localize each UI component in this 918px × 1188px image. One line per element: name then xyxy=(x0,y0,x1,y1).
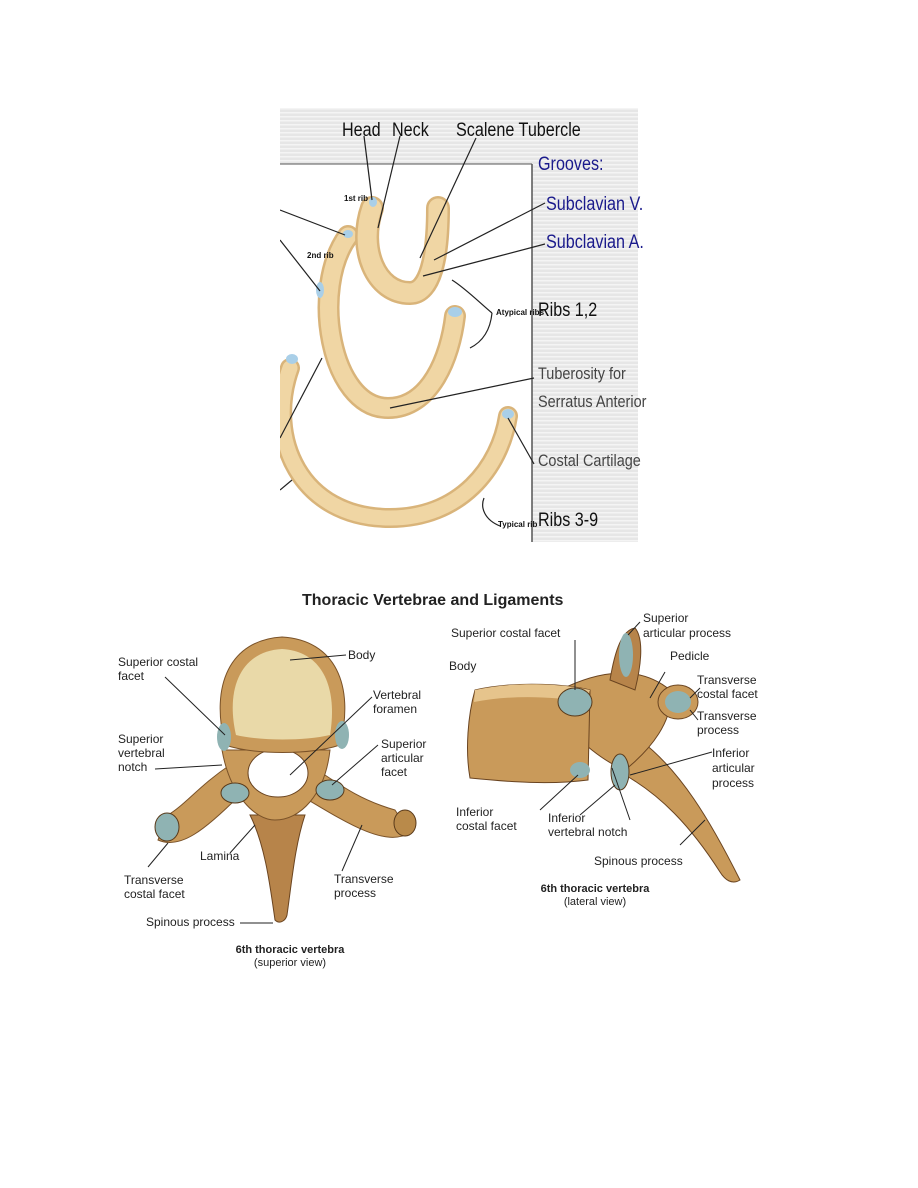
lat-label-inferior-articular-process-1: Inferior xyxy=(712,746,750,760)
lat-caption: 6th thoracic vertebra (lateral view) xyxy=(520,883,670,908)
label-ribs-1-2: Ribs 1,2 xyxy=(538,300,598,321)
lat-label-superior-articular-process-2: articular process xyxy=(643,626,732,640)
label-neck: Neck xyxy=(392,120,429,141)
vertebral-foramen xyxy=(247,748,309,798)
lat-caption-view: (lateral view) xyxy=(563,895,627,908)
lat-label-inferior-vertebral-notch-1: Inferior xyxy=(548,811,586,825)
lat-label-inferior-articular-process-3: process xyxy=(712,776,755,790)
vertebra-lateral-figure xyxy=(440,610,760,910)
label-tuberosity-line2: Serratus Anterior xyxy=(538,392,647,411)
lat-label-transverse-costal-facet-2: costal facet xyxy=(697,687,758,701)
typical-rib-cartilage xyxy=(502,409,514,419)
sup-label-superior-costal-facet-2: facet xyxy=(118,669,145,683)
vertebra-superior-figure xyxy=(110,615,430,985)
lat-caption-title: 6th thoracic vertebra xyxy=(540,883,650,895)
label-scalene-tubercle: Scalene Tubercle xyxy=(456,120,581,141)
sup-label-superior-articular-facet-1: Superior xyxy=(381,737,427,751)
lat-label-body: Body xyxy=(449,659,477,673)
lat-label-inferior-costal-facet-1: Inferior xyxy=(456,805,494,819)
label-ribs-3-9: Ribs 3-9 xyxy=(538,510,599,531)
sup-label-transverse-costal-facet-1: Transverse xyxy=(124,873,184,887)
sup-label-superior-costal-facet-1: Superior costal xyxy=(118,655,199,669)
vertebrae-title: Thoracic Vertebrae and Ligaments xyxy=(302,592,564,609)
label-head: Head xyxy=(342,120,381,141)
label-tuberosity-line1: Tuberosity for xyxy=(538,364,626,383)
sup-caption: 6th thoracic vertebra (superior view) xyxy=(210,944,370,969)
label-costal-cartilage: Costal Cartilage xyxy=(538,451,641,470)
lat-label-transverse-costal-facet-1: Transverse xyxy=(697,673,757,687)
sup-caption-view: (superior view) xyxy=(253,956,327,969)
lat-label-transverse-process-2: process xyxy=(697,723,740,737)
lat-label-inferior-articular-process-2: articular xyxy=(712,761,755,775)
lat-label-superior-articular-process-1: Superior xyxy=(643,611,689,625)
lat-label-inferior-costal-facet-2: costal facet xyxy=(456,819,517,833)
lat-label-spinous-process: Spinous process xyxy=(594,854,683,868)
sup-label-superior-articular-facet-2: articular xyxy=(381,751,424,765)
sup-label-superior-vertebral-notch-1: Superior xyxy=(118,732,164,746)
ribs-illustration xyxy=(280,108,638,542)
vertebra-lateral-illustration xyxy=(467,621,741,883)
label-2nd-rib: 2nd rib xyxy=(307,251,334,260)
label-subclavian-v: Subclavian V. xyxy=(546,194,644,215)
ribs-figure: Head Neck Scalene Tubercle Grooves: Subc… xyxy=(280,108,646,542)
lat-label-pedicle: Pedicle xyxy=(670,649,710,663)
sup-label-vertebral-foramen-1: Vertebral xyxy=(373,688,422,702)
vertebra-superior-illustration xyxy=(147,636,417,924)
label-1st-rib: 1st rib xyxy=(344,194,369,203)
sup-label-transverse-process-1: Transverse xyxy=(334,872,394,886)
lat-label-superior-costal-facet: Superior costal facet xyxy=(451,626,561,640)
label-atypical-ribs: Atypical ribs xyxy=(496,308,545,317)
sup-label-superior-vertebral-notch-3: notch xyxy=(118,760,148,774)
sup-label-transverse-process-2: process xyxy=(334,886,377,900)
label-subclavian-a: Subclavian A. xyxy=(546,232,644,253)
label-grooves: Grooves: xyxy=(538,154,604,175)
sup-label-transverse-costal-facet-2: costal facet xyxy=(124,887,185,901)
sup-label-spinous-process: Spinous process xyxy=(146,915,235,929)
sup-caption-title: 6th thoracic vertebra xyxy=(235,944,345,956)
sup-label-superior-vertebral-notch-2: vertebral xyxy=(118,746,165,760)
sup-label-vertebral-foramen-2: foramen xyxy=(373,702,418,716)
lat-label-inferior-vertebral-notch-2: vertebral notch xyxy=(548,825,628,839)
sup-label-lamina: Lamina xyxy=(200,849,240,863)
spinous-process xyxy=(249,814,306,923)
label-typical-rib: Typical rib xyxy=(498,520,538,529)
lat-label-transverse-process-1: Transverse xyxy=(697,709,757,723)
sup-label-body: Body xyxy=(348,648,376,662)
lateral-spinous-process xyxy=(624,739,741,883)
sup-label-superior-articular-facet-3: facet xyxy=(381,765,408,779)
